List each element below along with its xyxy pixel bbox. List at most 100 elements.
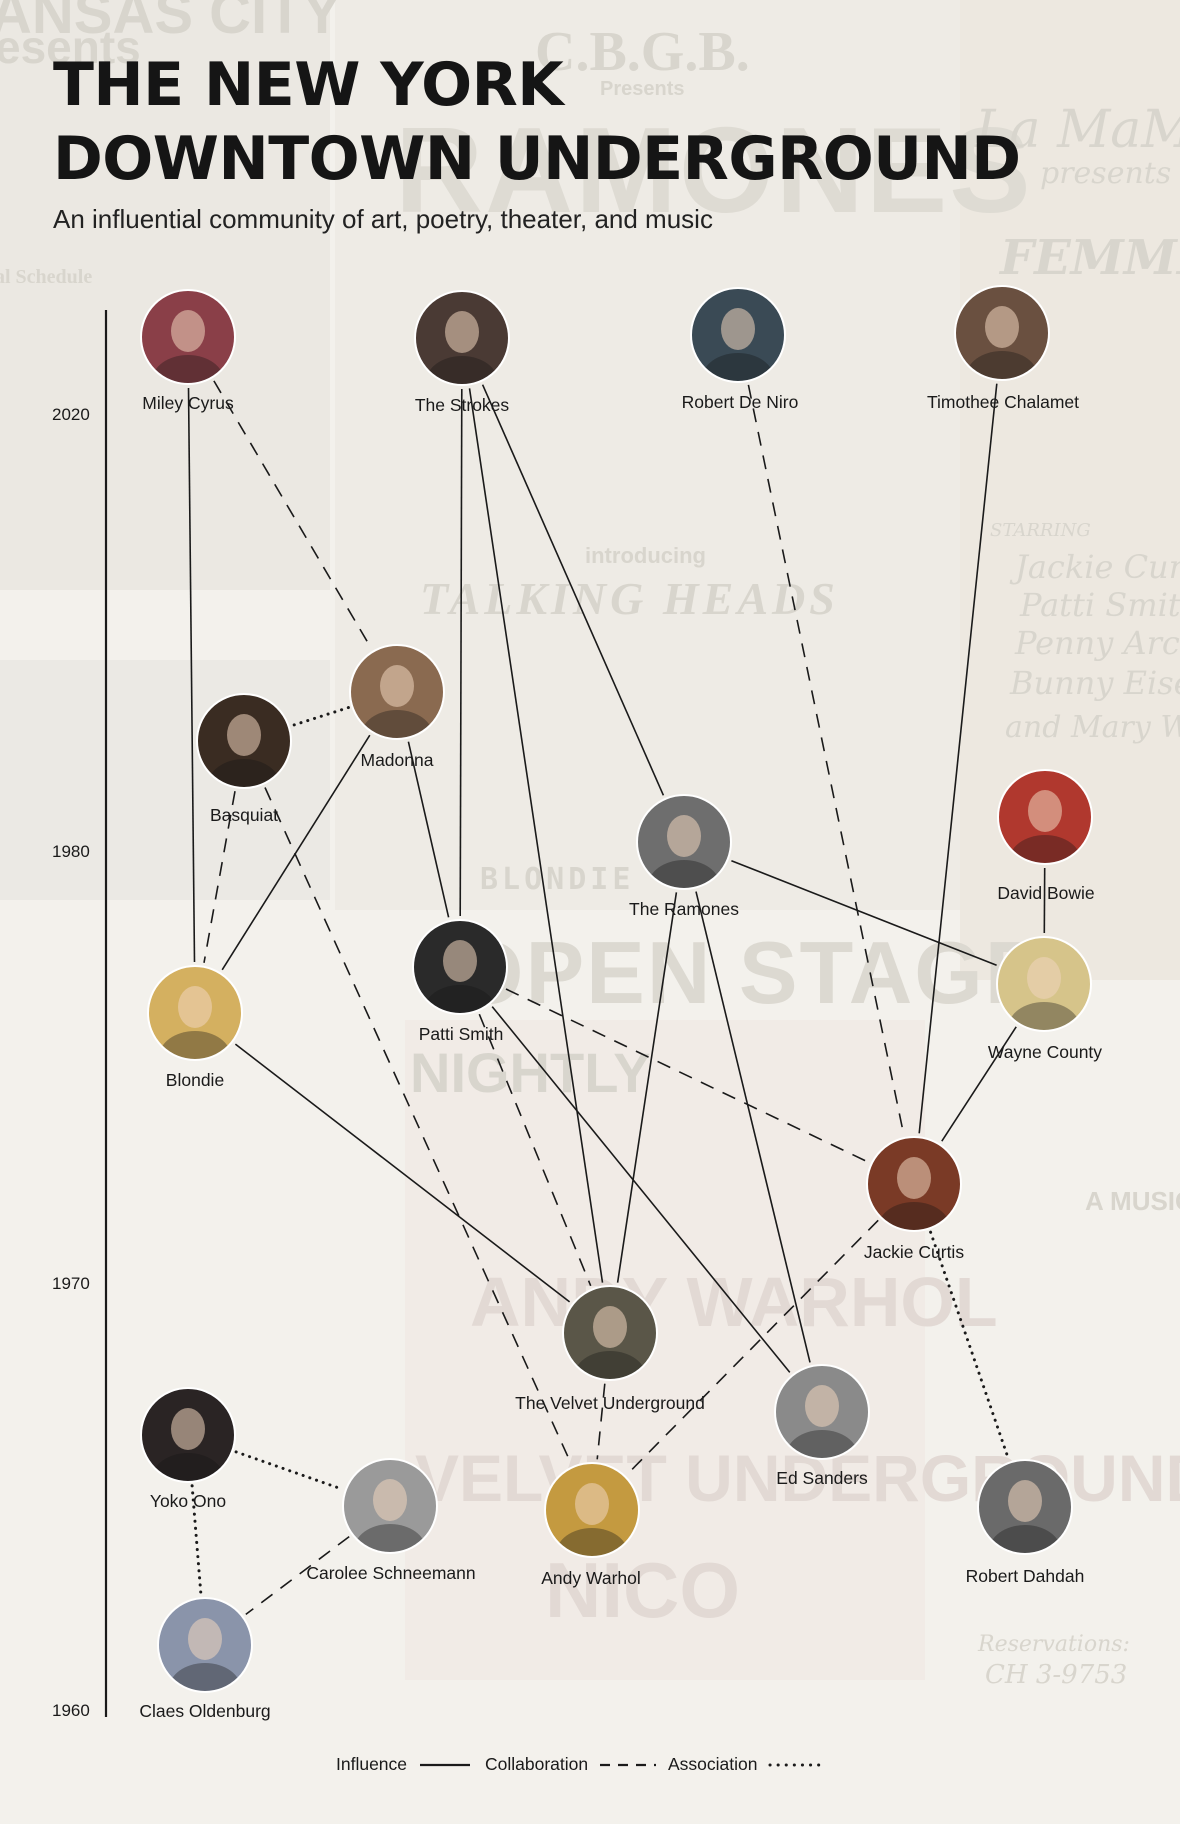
- person-node-yoko: Yoko Ono: [140, 1387, 236, 1511]
- bg-text-cbgb: C.B.G.B.: [535, 21, 750, 83]
- portrait-madonna-icon: [350, 645, 444, 739]
- bg-text-starring: STARRING: [990, 520, 1091, 541]
- edge-collaboration-patti-velvet: [478, 1013, 592, 1287]
- edge-collaboration-velvet-warhol: [596, 1383, 606, 1460]
- edge-collaboration-basquiat-blondie: [203, 791, 236, 963]
- timeline-year-1980: 1980: [52, 842, 90, 861]
- person-label-deniro: Robert De Niro: [682, 392, 799, 412]
- bg-text-phone: CH 3-9753: [985, 1660, 1128, 1690]
- bg-text-talking-heads: TALKING HEADS: [420, 573, 839, 624]
- person-label-bowie: David Bowie: [997, 883, 1094, 903]
- edge-influence-chalamet-jackie: [918, 383, 998, 1134]
- edges-layer: [187, 380, 1046, 1616]
- portrait-andy-warhol-icon: [545, 1463, 639, 1557]
- edge-collaboration-deniro-jackie: [747, 384, 905, 1135]
- bg-text-reservations: Reservations:: [978, 1632, 1130, 1657]
- portrait-claes-oldenburg-icon: [158, 1598, 252, 1692]
- page-title-line-1: THE NEW YORK: [53, 50, 564, 120]
- bg-text-presents-left: esents: [0, 21, 141, 73]
- timeline-year-1960: 1960: [52, 1701, 90, 1720]
- person-label-patti: Patti Smith: [419, 1024, 504, 1044]
- bg-text-kansas-city: ANSAS CITY: [0, 0, 342, 46]
- person-label-sanders: Ed Sanders: [776, 1468, 868, 1488]
- bg-text-femme-fatale: FEMME FATALE: [1000, 230, 1180, 286]
- bg-text-jackie-curtis: Jackie Curtis: [1015, 548, 1180, 586]
- page-subtitle: An influential community of art, poetry,…: [53, 204, 713, 234]
- portrait-timothee-chalamet-icon: [955, 286, 1049, 380]
- person-node-oldenburg: Claes Oldenburg: [139, 1597, 271, 1721]
- edge-influence-strokes-patti: [459, 388, 463, 917]
- person-node-ramones: The Ramones: [629, 794, 739, 919]
- person-label-yoko: Yoko Ono: [150, 1491, 226, 1511]
- person-label-dahdah: Robert Dahdah: [966, 1566, 1085, 1586]
- person-label-jackie: Jackie Curtis: [864, 1242, 964, 1262]
- edge-influence-ramones-wayne: [731, 859, 997, 967]
- portrait-carolee-schneemann-icon: [343, 1459, 437, 1553]
- edge-influence-miley-blondie: [187, 387, 196, 963]
- portrait-miley-cyrus-icon: [141, 290, 235, 384]
- edge-influence-ramones-sanders: [695, 891, 811, 1363]
- group-photo-the-velvet-underground-icon: [563, 1286, 657, 1380]
- person-node-warhol: Andy Warhol: [541, 1462, 641, 1588]
- page-title-line-2: DOWNTOWN UNDERGROUND: [53, 124, 1021, 194]
- edge-influence-wayne-jackie: [941, 1026, 1017, 1142]
- person-node-bowie: David Bowie: [997, 769, 1095, 903]
- person-node-jackie: Jackie Curtis: [864, 1136, 964, 1262]
- bg-text-presents-right: presents: [1040, 156, 1172, 191]
- edge-collaboration-miley-madonna: [213, 380, 372, 649]
- bg-text-a-musical: A MUSICAL: [1085, 1186, 1180, 1216]
- person-node-dahdah: Robert Dahdah: [966, 1459, 1085, 1586]
- portrait-david-bowie-icon: [998, 770, 1092, 864]
- poster-panel-left-bottom: [0, 660, 330, 900]
- nodes-layer: Miley Cyrus The Strokes Robert De Niro Timo…: [139, 285, 1102, 1721]
- portrait-robert-dahdah-icon: [978, 1460, 1072, 1554]
- legend-label-collaboration: Collaboration: [485, 1754, 588, 1774]
- edge-influence-patti-sanders: [491, 1006, 791, 1373]
- title-block: THE NEW YORK DOWNTOWN UNDERGROUND An inf…: [53, 48, 1021, 235]
- bg-text-introducing: introducing: [585, 543, 706, 568]
- person-label-warhol: Andy Warhol: [541, 1568, 641, 1588]
- edge-collaboration-patti-jackie: [505, 988, 869, 1163]
- group-photo-the-strokes-icon: [415, 291, 509, 385]
- edge-collaboration-jackie-warhol: [627, 1219, 879, 1475]
- bg-text-penny-arcade: Penny Arcade: [1015, 624, 1180, 662]
- bg-text-bunny: Bunny Eisenhower: [1010, 664, 1180, 702]
- bg-text-la-mama: La MaMa: [975, 100, 1180, 160]
- bg-text-blondie: BLONDIE: [480, 862, 635, 897]
- edge-association-yoko-carolee: [234, 1450, 344, 1491]
- edge-collaboration-carolee-oldenburg: [245, 1535, 350, 1616]
- person-node-patti: Patti Smith: [412, 919, 508, 1044]
- edge-influence-strokes-ramones: [481, 384, 665, 796]
- person-label-miley: Miley Cyrus: [142, 393, 234, 413]
- edge-influence-strokes-velvet: [468, 388, 604, 1283]
- bg-text-ramones: RAMONES: [395, 102, 1033, 238]
- timeline-axis: 2020 1980 1970 1960: [52, 310, 108, 1720]
- timeline-year-1970: 1970: [52, 1274, 90, 1293]
- portrait-patti-smith-icon: [413, 920, 507, 1014]
- person-node-madonna: Madonna: [349, 644, 445, 770]
- bg-text-open-stage: OPEN STAGE: [455, 923, 1046, 1022]
- bg-text-andy-warhol: ANDY WARHOL: [470, 1263, 998, 1341]
- legend-label-association: Association: [668, 1754, 758, 1774]
- person-label-wayne: Wayne County: [988, 1042, 1102, 1062]
- person-label-blondie: Blondie: [166, 1070, 224, 1090]
- edge-collaboration-basquiat-warhol: [264, 787, 572, 1464]
- legend-label-influence: Influence: [336, 1754, 407, 1774]
- person-node-miley: Miley Cyrus: [140, 289, 236, 413]
- edge-influence-blondie-velvet: [234, 1043, 571, 1303]
- legend: Influence Collaboration Association: [336, 1754, 828, 1774]
- poster-panel-warhol: [405, 1020, 925, 1680]
- bg-text-mary: and Mary Woronov: [1005, 710, 1180, 745]
- person-node-basquiat: Basquiat: [196, 693, 292, 825]
- bg-text-nightly: NIGHTLY: [410, 1041, 651, 1104]
- portrait-yoko-ono-icon: [141, 1388, 235, 1482]
- person-label-strokes: The Strokes: [415, 395, 510, 415]
- person-node-chalamet: Timothee Chalamet: [927, 285, 1079, 412]
- bg-text-schedule: al Schedule: [0, 266, 93, 288]
- portrait-robert-de-niro-icon: [691, 288, 785, 382]
- person-node-wayne: Wayne County: [988, 936, 1102, 1062]
- person-label-chalamet: Timothee Chalamet: [927, 392, 1079, 412]
- person-label-velvet: The Velvet Underground: [515, 1393, 705, 1413]
- person-node-sanders: Ed Sanders: [774, 1364, 870, 1488]
